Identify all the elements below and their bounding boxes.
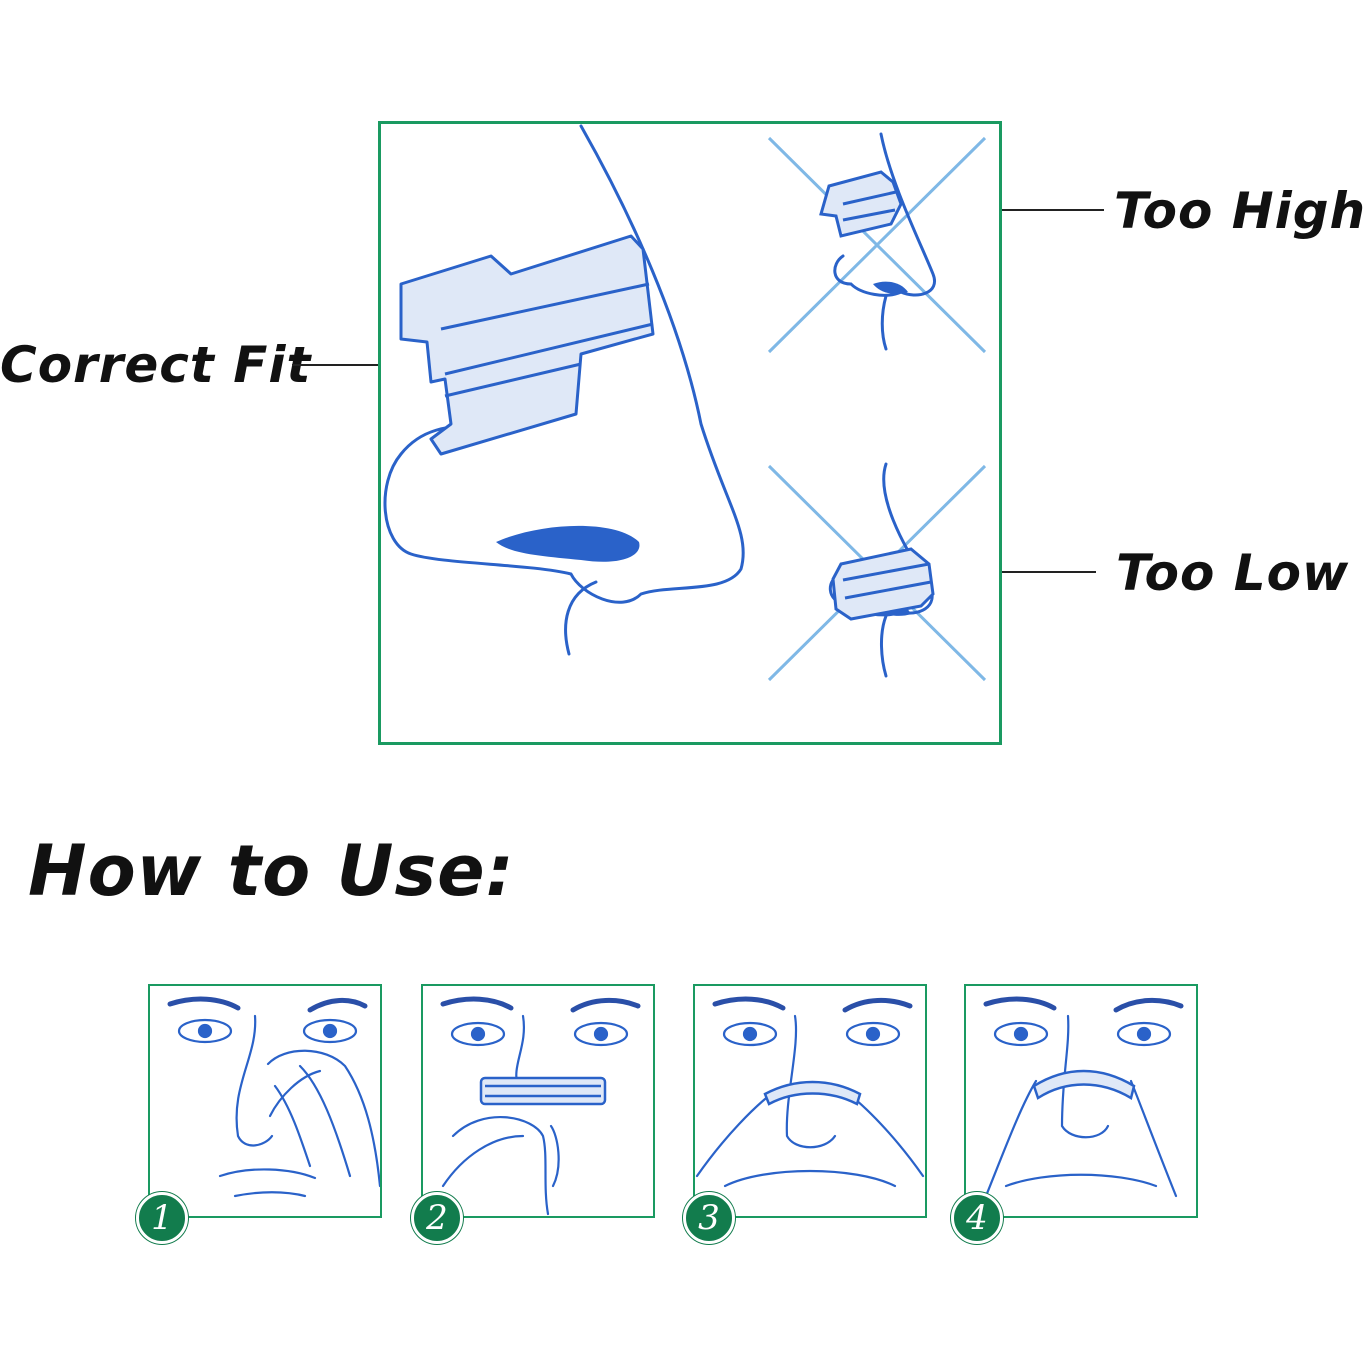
step-badge-1: 1 (136, 1192, 188, 1244)
large-nose-lip (564, 580, 598, 656)
label-too-low: Too Low (1116, 544, 1350, 602)
how-to-use-heading: How to Use: (28, 830, 515, 912)
step-badge-2: 2 (411, 1192, 463, 1244)
step-1-illustration (167, 996, 380, 1198)
large-nose-outline (383, 124, 745, 604)
fit-diagram-panel (378, 121, 1002, 745)
fit-diagram-svg (383, 124, 987, 682)
too-high-figure (767, 132, 987, 354)
leader-too-high (928, 209, 1104, 211)
strip-correct (399, 234, 655, 456)
large-nostril (496, 525, 640, 562)
step-3-illustration (695, 996, 925, 1188)
leader-too-low (930, 571, 1096, 573)
step-panel-3 (693, 984, 927, 1218)
leader-correct-fit (292, 364, 452, 366)
label-too-high: Too High (1114, 182, 1365, 240)
step-4-illustration (983, 996, 1184, 1198)
too-low-figure (767, 462, 987, 682)
step-panel-2 (421, 984, 655, 1218)
step-badge-3: 3 (683, 1192, 735, 1244)
step-badge-4: 4 (951, 1192, 1003, 1244)
step-2-illustration (440, 996, 641, 1216)
step-panel-1 (148, 984, 382, 1218)
step-panel-4 (964, 984, 1198, 1218)
label-correct-fit: Correct Fit (0, 336, 312, 394)
